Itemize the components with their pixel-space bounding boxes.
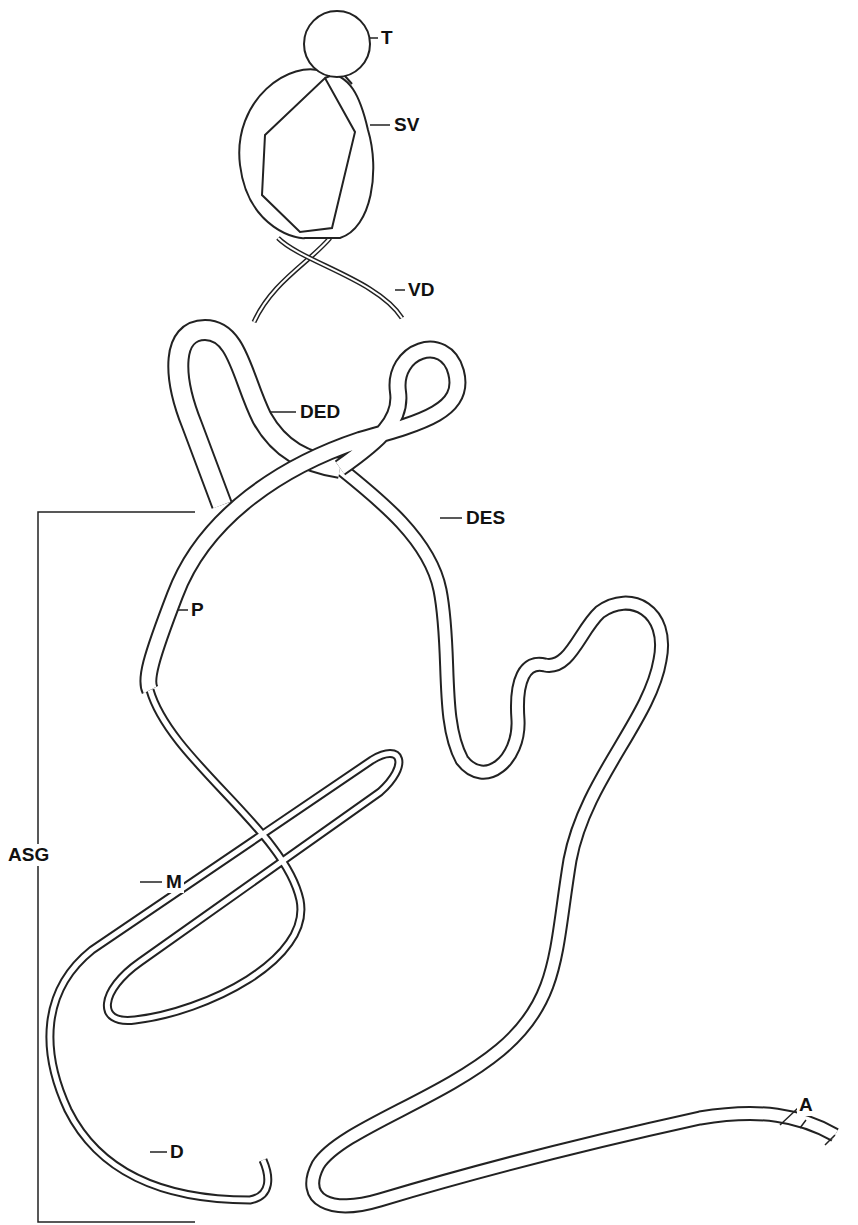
part-label: ASG — [6, 844, 51, 866]
part-label: P — [189, 599, 206, 621]
part-label: D — [168, 1141, 186, 1163]
part-label: A — [797, 1094, 815, 1116]
part-label: SV — [392, 114, 421, 136]
leader-lines — [38, 38, 835, 1222]
tubes — [50, 238, 835, 1206]
part-label: M — [164, 871, 184, 893]
testis-vesicle — [239, 11, 373, 238]
part-label: VD — [406, 279, 436, 301]
part-label: T — [379, 27, 395, 49]
part-label: DES — [464, 507, 507, 529]
part-label: DED — [298, 401, 342, 423]
